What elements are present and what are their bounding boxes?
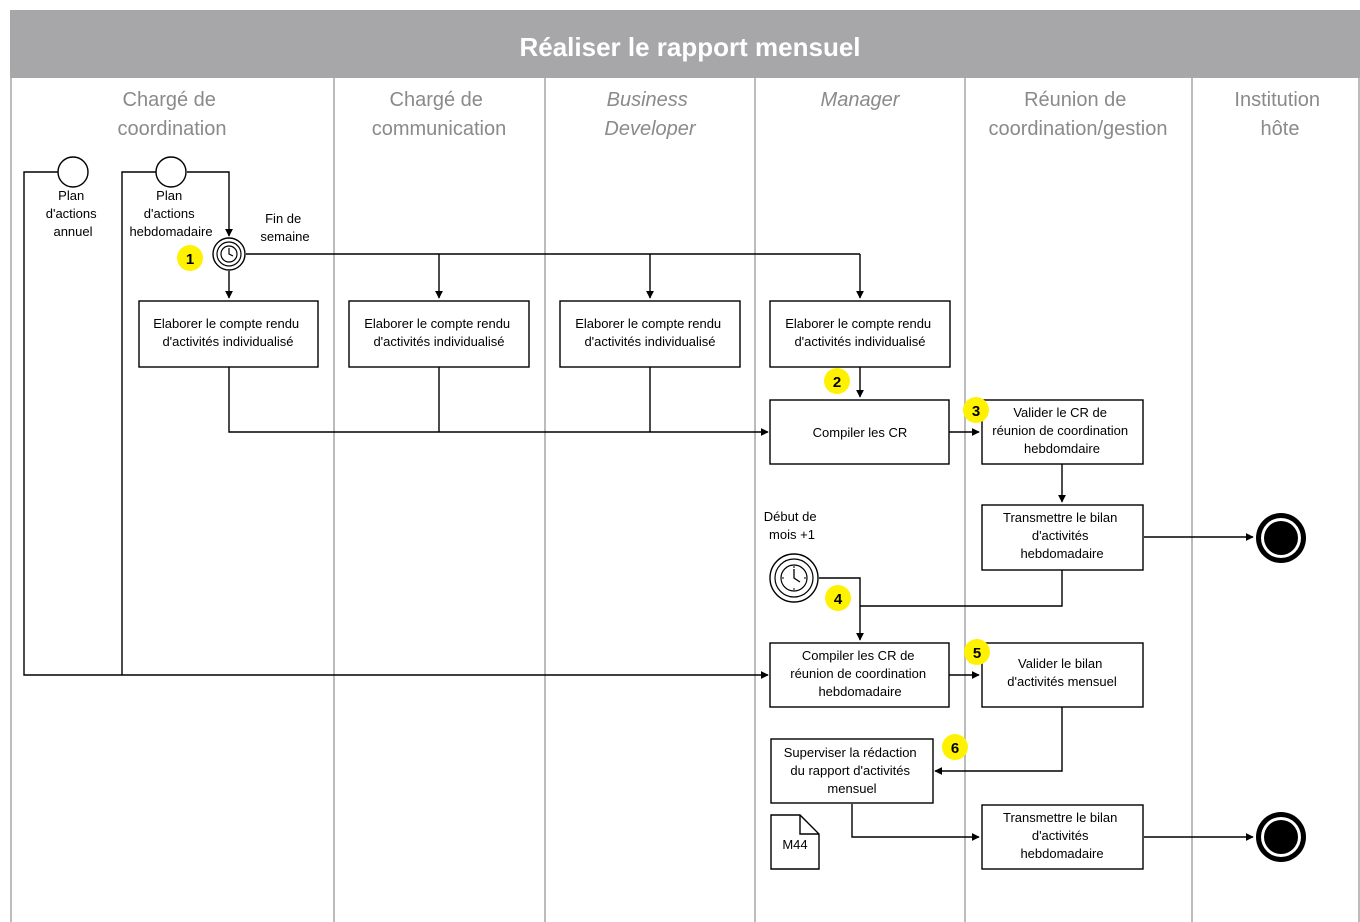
- lane-header-charge-de-coordination: Chargé de coordination: [118, 89, 227, 140]
- svg-text:2: 2: [833, 374, 841, 391]
- step-badge-1: 1: [177, 245, 203, 271]
- flow-transmit-to-monthly: [860, 570, 1063, 607]
- svg-text:Valider le CR de réunion: Valider le CR de réunion de coordination…: [992, 405, 1132, 456]
- step-badge-3: 3: [963, 397, 989, 423]
- flow-annual-plan: [23, 171, 769, 679]
- task-transmettre-bilan-2: Transmettre le bilan d'activités hebdoma…: [981, 804, 1144, 870]
- start-event-weekly-plan: [155, 156, 187, 188]
- start-event-annual-plan: [57, 156, 89, 188]
- document-icon: [770, 814, 820, 870]
- sequence-flows: [23, 171, 1254, 841]
- flow-valider-to-superviser: [934, 707, 1063, 775]
- lane-header-business-developer: Business Developer: [604, 89, 697, 140]
- flow-weekly-plan-left: [121, 171, 156, 675]
- start-event-annual-label: Plan d'actions annuel: [46, 188, 101, 239]
- lane-dividers: [10, 78, 1360, 922]
- lane-header-charge-de-communication: Chargé de communication: [372, 89, 507, 140]
- task-elaborer-cr-coordination: Elaborer le compte rendu d'activités ind…: [138, 300, 319, 368]
- task-elaborer-cr-manager: Elaborer le compte rendu d'activités ind…: [769, 300, 951, 368]
- end-event-2: [1256, 812, 1306, 862]
- timer-end-of-week-label: Fin de semaine: [260, 211, 309, 244]
- svg-text:Elaborer le compte rendu: Elaborer le compte rendu d'activités ind…: [785, 316, 935, 349]
- svg-text:Elaborer le compte rendu: Elaborer le compte rendu d'activités ind…: [575, 316, 725, 349]
- flow-superviser-to-transmit: [851, 804, 980, 841]
- svg-text:Compiler les CR: Compiler les CR: [813, 425, 908, 440]
- end-event-1: [1256, 513, 1306, 563]
- flow-timer2-to-compile: [819, 577, 864, 641]
- svg-text:6: 6: [951, 740, 959, 757]
- flow-weekly-plan-to-timer: [187, 171, 233, 237]
- svg-text:1: 1: [186, 251, 194, 268]
- svg-text:Transmettre le bilan d'a: Transmettre le bilan d'activités hebdoma…: [1003, 810, 1121, 861]
- task-superviser-redaction: Superviser la rédaction du rapport d'act…: [770, 738, 934, 804]
- timer-event-end-of-week: [212, 237, 246, 271]
- svg-text:Valider le bilan d'activ: Valider le bilan d'activités mensuel: [1007, 656, 1117, 689]
- svg-text:Elaborer le compte rendu: Elaborer le compte rendu d'activités ind…: [364, 316, 514, 349]
- task-transmettre-bilan-1: Transmettre le bilan d'activités hebdoma…: [981, 504, 1144, 571]
- document-m44: M44: [770, 814, 820, 870]
- step-badge-5: 5: [964, 639, 990, 665]
- lane-header-reunion-de-coordination: Réunion de coordination/gestion: [988, 89, 1167, 140]
- task-elaborer-cr-communication: Elaborer le compte rendu d'activités ind…: [348, 300, 530, 368]
- step-badge-4: 4: [825, 585, 851, 611]
- diagram-title: Réaliser le rapport mensuel: [519, 32, 860, 62]
- document-label: M44: [782, 837, 807, 852]
- svg-text:5: 5: [973, 645, 981, 662]
- timer-start-of-month-label: Début de mois +1: [764, 509, 820, 542]
- svg-text:Compiler les CR de réuni: Compiler les CR de réunion de coordinati…: [790, 648, 930, 699]
- lane-header-manager: Manager: [821, 89, 901, 111]
- task-compiler-les-cr: Compiler les CR: [769, 399, 950, 465]
- start-event-weekly-label: Plan d'actions hebdomadaire: [129, 188, 212, 239]
- lane-header-institution-hote: Institution hôte: [1234, 89, 1325, 140]
- task-compiler-cr-reunion: Compiler les CR de réunion de coordinati…: [769, 642, 950, 708]
- title-bar: [10, 10, 1360, 78]
- task-valider-cr-reunion: Valider le CR de réunion de coordination…: [981, 399, 1144, 465]
- step-badge-2: 2: [824, 368, 850, 394]
- svg-text:Transmettre le bilan d'a: Transmettre le bilan d'activités hebdoma…: [1003, 510, 1121, 561]
- timer-event-start-of-month: [769, 553, 819, 603]
- svg-text:Superviser la rédaction: Superviser la rédaction du rapport d'act…: [784, 745, 921, 796]
- svg-text:3: 3: [972, 403, 980, 420]
- task-valider-bilan-mensuel: Valider le bilan d'activités mensuel: [981, 642, 1144, 708]
- svg-text:Elaborer le compte rendu: Elaborer le compte rendu d'activités ind…: [153, 316, 303, 349]
- step-badge-6: 6: [942, 734, 968, 760]
- flow-task1-to-compile: [228, 367, 769, 436]
- task-elaborer-cr-business: Elaborer le compte rendu d'activités ind…: [559, 300, 741, 368]
- svg-text:4: 4: [834, 591, 843, 608]
